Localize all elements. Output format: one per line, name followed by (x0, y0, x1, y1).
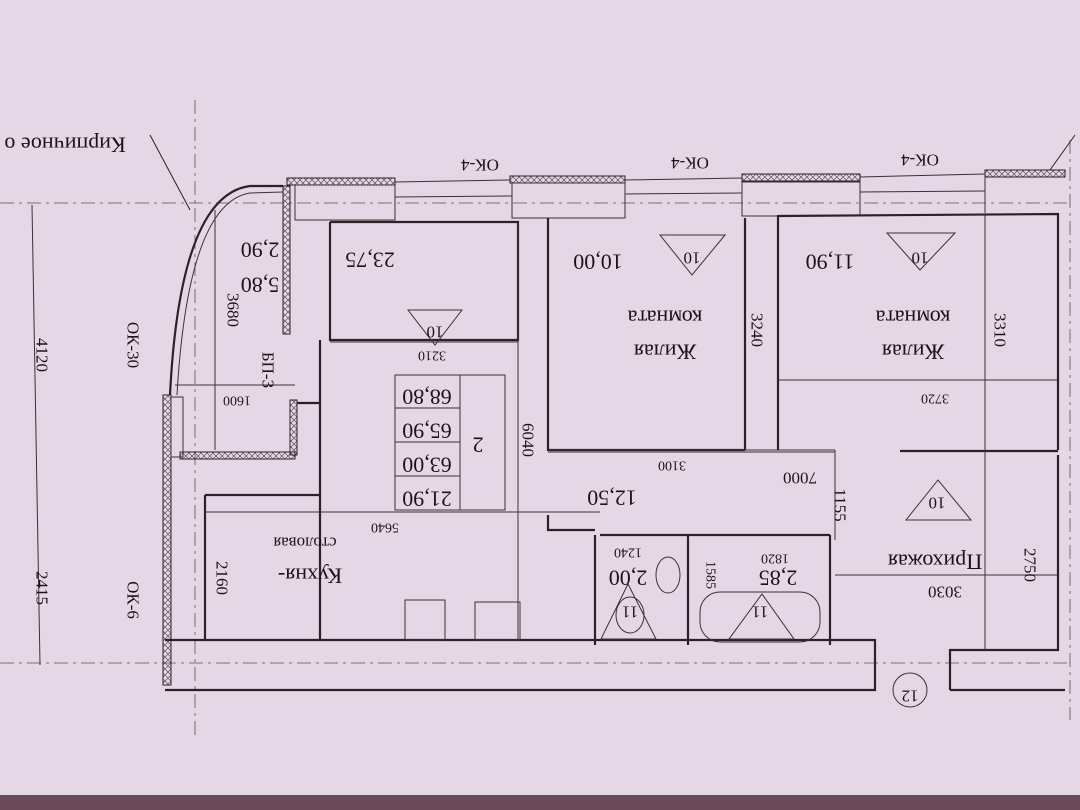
room1-name-2: комната (627, 306, 702, 331)
living-big-width: 3210 (418, 348, 446, 363)
room2-finish: 10 (912, 249, 929, 268)
room2-depth: 3310 (991, 313, 1010, 347)
balcony-width: 1600 (223, 393, 251, 408)
kitchen-width: 5640 (371, 520, 399, 535)
apartment-table (394, 374, 506, 511)
interior-walls (165, 212, 1065, 692)
dim-4120: 4120 (33, 338, 52, 372)
corridor-length: 7000 (783, 469, 817, 488)
balcony-area: 5,80 (241, 273, 280, 298)
bath-width: 1820 (761, 551, 789, 566)
washbasin-icon (655, 556, 681, 594)
corridor-area: 12,50 (587, 486, 637, 511)
window-ok6: ОК-6 (124, 581, 143, 619)
corridor-depth: 6040 (519, 423, 538, 457)
living-big-area: 23,75 (345, 248, 395, 273)
carpet-edge (0, 795, 1080, 810)
labels: Кирпичное о ОК-4 ОК-4 ОК-4 ОК-30 ОК-6 БП… (4, 133, 1039, 706)
window-ok30: ОК-30 (124, 322, 143, 368)
rooms-count: 2 (473, 433, 484, 458)
room1-width: 3100 (658, 458, 686, 473)
hall-name: Прихожая (888, 550, 982, 575)
note-brick: Кирпичное о (4, 133, 125, 158)
fixtures (404, 556, 821, 643)
dim-2415: 2415 (33, 571, 52, 605)
bathtub-icon (699, 591, 821, 643)
wc-area: 2,00 (609, 566, 648, 591)
room1-name: Жилая (634, 340, 696, 365)
table-value: 21,90 (402, 487, 452, 512)
kitchen-name-2: столовая (273, 534, 336, 553)
axis-bubble (892, 672, 928, 708)
table-value: 65,90 (402, 419, 452, 444)
wc-width: 1240 (614, 545, 642, 560)
label-bp3: БП-3 (259, 352, 278, 388)
kitchen-depth: 2160 (213, 561, 232, 595)
hall-finish: 10 (929, 494, 946, 513)
kitchen-name: Кухня- (278, 564, 342, 589)
balcony-area-reduced: 2,90 (241, 238, 280, 263)
room1-area: 10,00 (573, 250, 623, 275)
room2-area: 11,90 (806, 250, 855, 275)
table-value: 63,00 (402, 453, 452, 478)
bath-finish: 11 (752, 603, 768, 622)
window-ok4-2: ОК-4 (671, 154, 709, 173)
stove-icon (404, 599, 446, 641)
window-ok4-1: ОК-4 (461, 156, 499, 175)
balcony-length: 3680 (224, 293, 243, 327)
hall-depth: 2750 (1021, 548, 1040, 582)
window-ok4-3: ОК-4 (901, 151, 939, 170)
outer-wall-top (286, 134, 1076, 221)
room1-finish: 10 (684, 249, 701, 268)
corridor-width: 1155 (831, 488, 850, 521)
hall-width: 3030 (928, 583, 962, 602)
axis-label: 12 (902, 687, 919, 706)
living-big-finish: 10 (427, 323, 444, 342)
wc-finish: 11 (622, 603, 638, 622)
room2-width: 3720 (921, 391, 949, 406)
table-value: 68,80 (402, 385, 452, 410)
axis-lines (0, 100, 1071, 740)
bath-area: 2,85 (759, 566, 798, 591)
room1-depth: 3240 (748, 313, 767, 347)
room2-name: Жилая (882, 340, 944, 365)
sink-icon (474, 601, 521, 641)
dimension-lines (31, 204, 1058, 666)
balcony (149, 134, 298, 686)
finish-markers (406, 232, 973, 708)
room2-name-2: комната (875, 306, 950, 331)
wc-depth: 1585 (703, 561, 718, 589)
